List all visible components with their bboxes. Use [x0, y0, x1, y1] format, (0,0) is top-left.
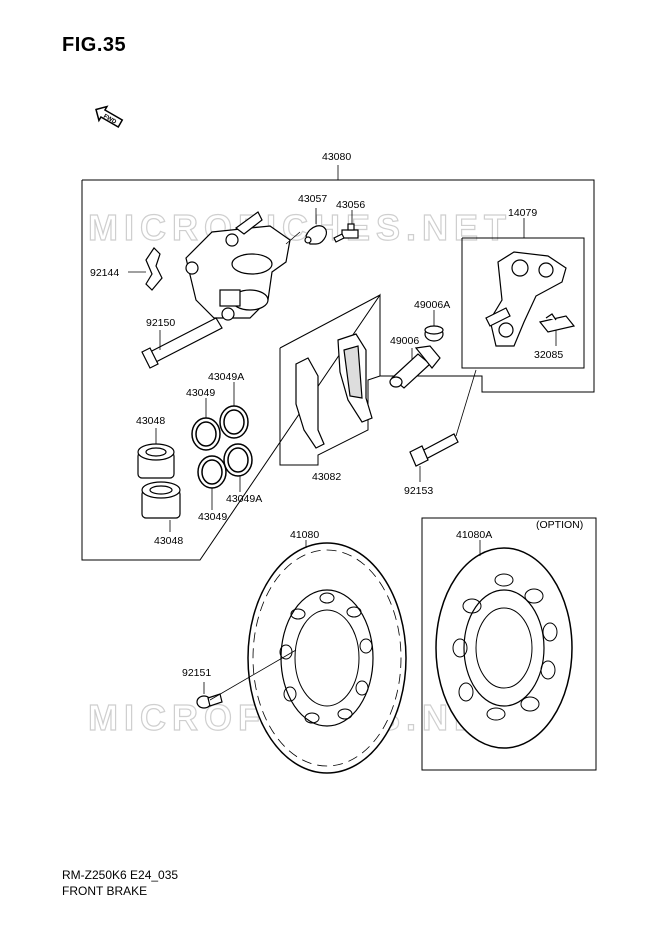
- label-14079: 14079: [508, 207, 537, 219]
- piston-seal-a-upper: [219, 405, 249, 439]
- label-92153: 92153: [404, 485, 433, 497]
- option-box: [421, 517, 597, 771]
- pad-retainer: [538, 313, 576, 333]
- watermark-top: MICROFICHES.NET: [88, 207, 512, 248]
- label-49006: 49006: [390, 335, 419, 347]
- brake-disc-option: [435, 547, 573, 749]
- bracket-pin: [389, 345, 441, 389]
- pad-spring: [145, 247, 163, 291]
- piston-upper: [137, 443, 175, 479]
- figure-title: FIG.35: [62, 34, 127, 56]
- brake-pads: [295, 333, 373, 449]
- footer-section-name: FRONT BRAKE: [62, 884, 148, 898]
- label-43056: 43056: [336, 199, 365, 211]
- label-43080: 43080: [322, 151, 351, 163]
- label-43048-upper: 43048: [136, 415, 165, 427]
- label-92151: 92151: [182, 667, 211, 679]
- bracket-boundary: [461, 237, 585, 369]
- bracket-bolt: [409, 433, 459, 467]
- piston-seal-lower: [197, 455, 227, 489]
- bleeder-valve: [333, 223, 359, 243]
- label-41080: 41080: [290, 529, 319, 541]
- label-43049-upper: 43049: [186, 387, 215, 399]
- label-92144: 92144: [90, 267, 119, 279]
- bracket-side-pin: [485, 307, 511, 327]
- option-label: (OPTION): [536, 519, 583, 531]
- footer-model-code: RM-Z250K6 E24_035: [62, 868, 179, 882]
- forward-arrow-icon: FWD: [95, 105, 124, 128]
- label-43082: 43082: [312, 471, 341, 483]
- label-43048-lower: 43048: [154, 535, 183, 547]
- label-32085: 32085: [534, 349, 563, 361]
- assembly-boundary: [81, 179, 595, 561]
- label-43049A-lower: 43049A: [226, 493, 262, 505]
- brake-disc: [247, 542, 407, 774]
- disc-bolt: [196, 693, 223, 709]
- piston-lower: [141, 481, 181, 519]
- label-43057: 43057: [298, 193, 327, 205]
- piston-seal-a-lower: [223, 443, 253, 477]
- label-49006A: 49006A: [414, 299, 450, 311]
- bracket-boot: [424, 325, 444, 342]
- label-41080A: 41080A: [456, 529, 492, 541]
- bleeder-cap: [304, 225, 327, 245]
- caliper-body: [185, 211, 291, 321]
- caliper-bracket: [489, 251, 567, 347]
- label-92150: 92150: [146, 317, 175, 329]
- label-43049A-upper: 43049A: [208, 371, 244, 383]
- label-43049-lower: 43049: [198, 511, 227, 523]
- piston-seal-upper: [191, 417, 221, 451]
- caliper-pin: [141, 317, 223, 369]
- pad-boundary: [279, 294, 381, 466]
